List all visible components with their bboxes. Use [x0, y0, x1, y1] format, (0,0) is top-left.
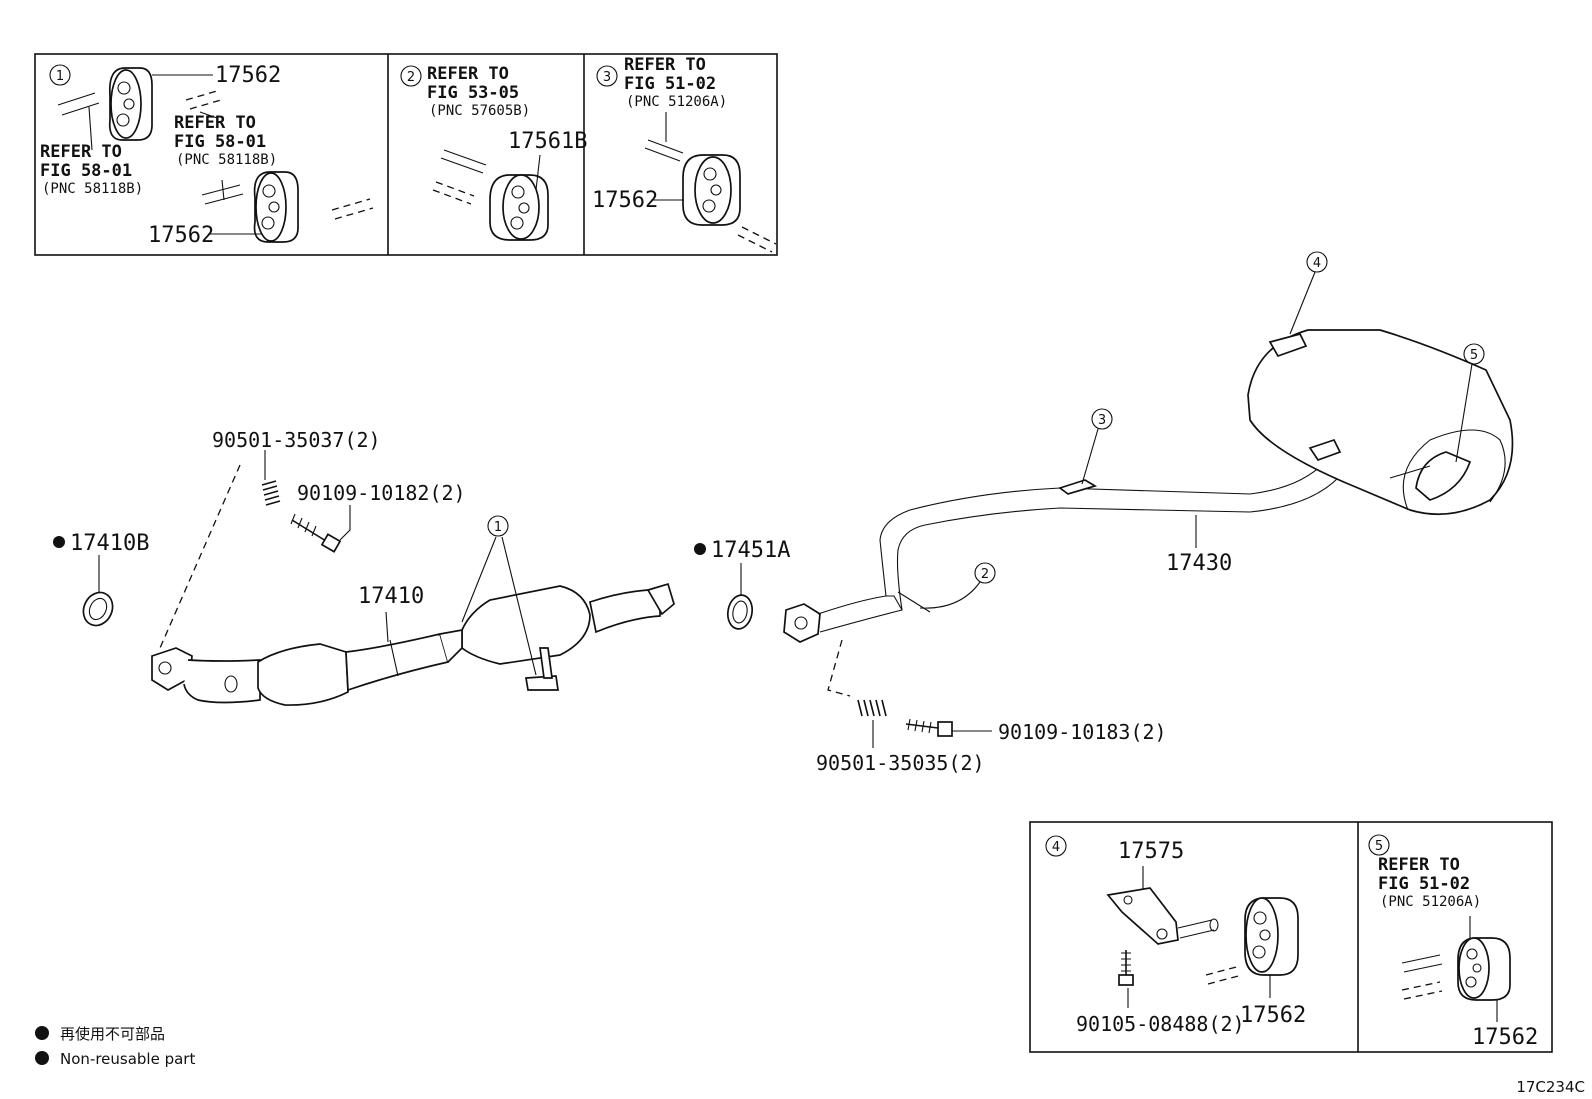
- rubber-hanger-icon: [1244, 897, 1299, 976]
- part-number-17410: 17410: [358, 584, 424, 609]
- callout-circle-1: [49, 64, 71, 86]
- rubber-hanger-icon: [489, 174, 549, 241]
- ref-line-3: (PNC 58118B): [42, 181, 143, 197]
- bolt-icon: [1118, 950, 1134, 986]
- ref-line-2: FIG 53-05: [427, 83, 519, 103]
- callout-number: 5: [1470, 348, 1478, 363]
- rubber-hanger-icon: [108, 67, 153, 141]
- part-number-17451A: 17451A: [711, 538, 790, 563]
- ref-line-2: FIG 58-01: [174, 132, 266, 152]
- part-number-90501-35035: 90501-35035(2): [816, 751, 985, 775]
- callout-number: 1: [56, 69, 64, 84]
- inset-box-4: 4 17575 90105-08488(2) 17562: [1029, 821, 1553, 1053]
- rubber-hanger-icon: [1457, 937, 1511, 1001]
- part-number-17562: 17562: [1240, 1003, 1306, 1028]
- ref-line-1: REFER TO: [174, 113, 256, 133]
- callout-number: 3: [603, 70, 611, 85]
- part-number-17562-top: 17562: [215, 63, 281, 88]
- non-reusable-dot-icon: [35, 1026, 49, 1040]
- part-number-17575: 17575: [1118, 839, 1184, 864]
- inset-box-2: 2 REFER TO FIG 53-05 (PNC 57605B) 17561B: [400, 64, 587, 241]
- inset-box-1: 1 17562 REFER TO FIG 58-01 (PNC 58118B) …: [34, 53, 778, 256]
- callout-number: 2: [407, 70, 415, 85]
- callout-circle-2: [974, 562, 996, 584]
- rubber-hanger-icon: [253, 171, 299, 243]
- callout-circle-3: [596, 65, 618, 87]
- callout-circle-2: [400, 65, 422, 87]
- part-number-17430: 17430: [1166, 551, 1232, 576]
- spring-upper-icon: [261, 480, 281, 506]
- part-number-90109-10182: 90109-10182(2): [297, 481, 466, 505]
- part-number-90109-10183: 90109-10183(2): [998, 720, 1167, 744]
- ref-line-2: FIG 51-02: [624, 74, 716, 94]
- ref-line-1: REFER TO: [624, 55, 706, 75]
- inset-box-3: 3 REFER TO FIG 51-02 (PNC 51206A) 17562: [592, 55, 777, 253]
- ref-line-2: FIG 51-02: [1378, 874, 1470, 894]
- gasket-ring-icon: [726, 594, 754, 630]
- callout-circle-4: [1045, 835, 1067, 857]
- ref-line-1: REFER TO: [40, 142, 122, 162]
- part-number-17562: 17562: [592, 188, 658, 213]
- non-reusable-dot-icon: [694, 543, 706, 555]
- ref-line-2: FIG 58-01: [40, 161, 132, 181]
- spring-lower-icon: [857, 699, 887, 717]
- callout-number: 1: [494, 520, 502, 535]
- callout-number: 4: [1313, 256, 1321, 271]
- part-number-17561B: 17561B: [508, 129, 587, 154]
- ref-line-3: (PNC 51206A): [626, 94, 727, 110]
- callout-circle-4: [1306, 251, 1328, 273]
- bolt-lower-icon: [905, 718, 953, 737]
- figure-code: 17C234C: [1516, 1078, 1585, 1096]
- part-number-90105-08488: 90105-08488(2): [1076, 1012, 1245, 1036]
- part-number-17562: 17562: [1472, 1025, 1538, 1050]
- part-number-17410B: 17410B: [70, 531, 149, 556]
- front-exhaust-pipe-with-catalysts: [151, 582, 675, 706]
- callout-circle-1: [487, 515, 509, 537]
- ref-line-3: (PNC 58118B): [176, 152, 277, 168]
- part-number-90501-35037: 90501-35037(2): [212, 428, 381, 452]
- non-reusable-dot-icon: [35, 1051, 49, 1065]
- hanger-bracket-icon: [1106, 887, 1219, 945]
- tail-pipe-with-muffler: [783, 329, 1514, 643]
- callout-circle-5: [1463, 343, 1485, 365]
- ref-line-1: REFER TO: [1378, 855, 1460, 875]
- legend: 再使用不可部品 Non-reusable part: [35, 1025, 195, 1068]
- callout-number: 3: [1098, 413, 1106, 428]
- part-number-17562-bottom: 17562: [148, 223, 214, 248]
- callout-circle-5: [1368, 834, 1390, 856]
- ref-line-3: (PNC 51206A): [1380, 894, 1481, 910]
- legend-en: Non-reusable part: [60, 1050, 195, 1068]
- callout-circle-3: [1091, 408, 1113, 430]
- ref-line-3: (PNC 57605B): [429, 103, 530, 119]
- callout-number: 4: [1052, 840, 1060, 855]
- ref-line-1: REFER TO: [427, 64, 509, 84]
- callout-number: 2: [981, 567, 989, 582]
- rubber-hanger-icon: [682, 154, 741, 226]
- non-reusable-dot-icon: [53, 536, 65, 548]
- bolt-upper-icon: [290, 513, 342, 553]
- gasket-ring-icon: [82, 591, 114, 627]
- callout-number: 5: [1375, 839, 1383, 854]
- inset-box-5: 5 REFER TO FIG 51-02 (PNC 51206A) 17562: [1368, 834, 1538, 1050]
- legend-cn: 再使用不可部品: [60, 1025, 165, 1043]
